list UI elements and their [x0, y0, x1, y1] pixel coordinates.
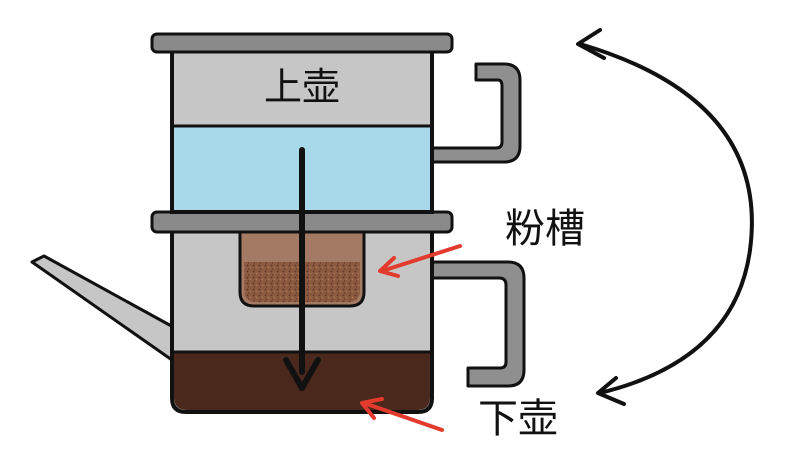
curved-double-arrow-icon — [576, 28, 754, 406]
lower-pot-handle — [430, 260, 526, 388]
filter-basket-pointer — [378, 244, 462, 278]
upper-pot-label: 上壶 — [264, 65, 340, 109]
lid-rim — [150, 32, 454, 54]
filter-basket-label: 粉槽 — [505, 206, 585, 252]
lower-pot-pointer — [360, 397, 444, 432]
upper-pot-handle — [430, 62, 522, 164]
brewed-coffee — [174, 352, 430, 410]
spout — [30, 254, 177, 362]
lower-pot-label: 下壶 — [478, 396, 558, 442]
down-arrow-icon — [283, 147, 321, 391]
